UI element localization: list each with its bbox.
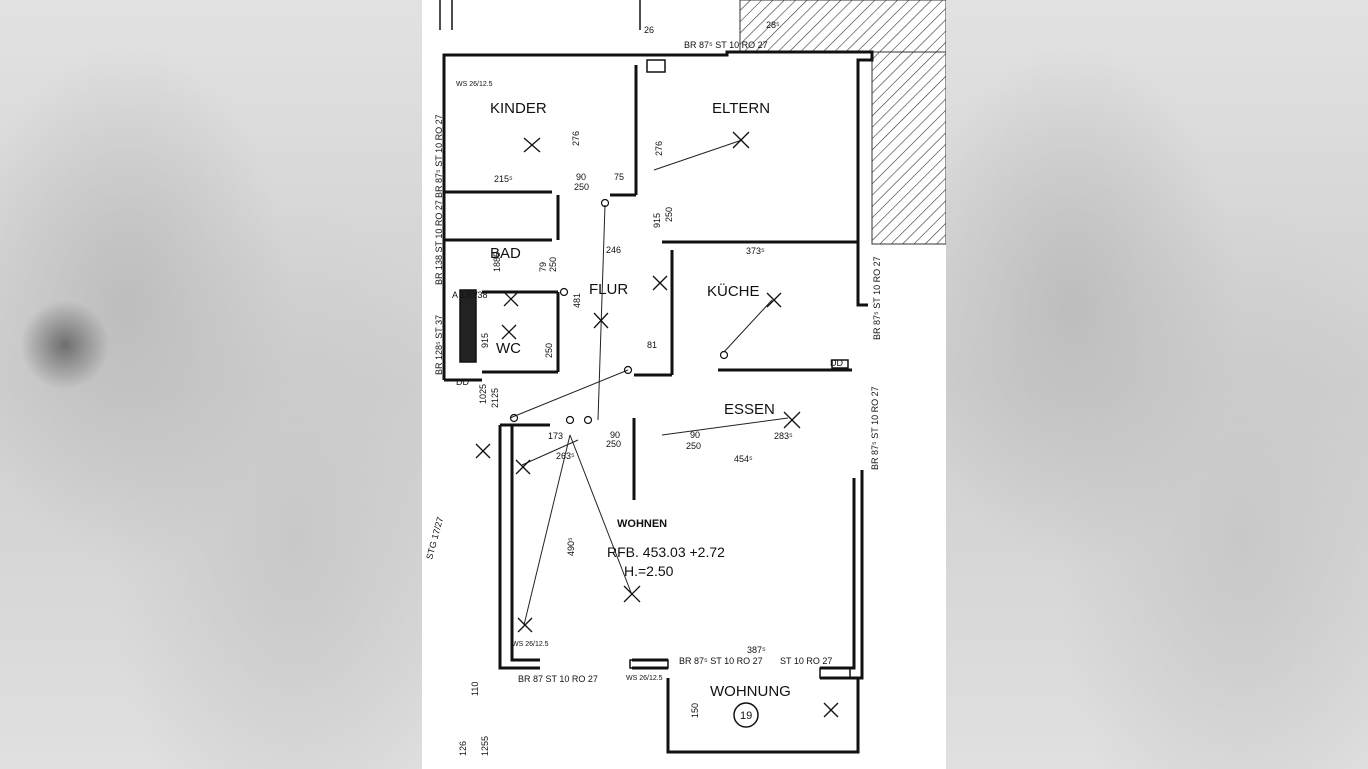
apartment-number-circle [733,702,759,728]
dim-215: 215⁵ [494,174,513,184]
window-note-bottom-left: BR 87 ST 10 RO 27 [518,674,598,684]
dim-276a: 276 [571,131,581,146]
lamp-outside [475,443,491,459]
dim-79: 79 [538,262,548,272]
dim-1025: 1025 [478,384,488,404]
lamp-wohnen-left [517,617,533,633]
dim-75: 75 [614,172,624,182]
apartment-number: 19 [740,710,752,722]
dim-4545: 454⁵ [734,454,753,464]
area-label: RFB. 453.03 +2.72 [607,544,725,560]
blurred-background-left [0,0,422,769]
dim-90c: 90 [690,430,700,440]
lamp-wc [501,324,517,340]
hatched-balcony [739,0,946,53]
dim-250a: 250 [574,182,589,192]
dim-915: 915 [652,213,662,228]
window-note-bottom-mid: BR 87⁵ ST 10 RO 27 [679,656,763,666]
dim-173: 173 [548,431,563,441]
window-note-left-wc: BR 128⁵ ST 37 [434,315,444,375]
lamp-wohnen-left-upper [515,459,531,475]
window-note-top: BR 87⁵ ST 10 RO 27 [684,40,768,50]
stg-note: STG 17/27 [424,516,445,561]
lamp-eltern [732,131,750,149]
window-note-right-lower: BR 87⁵ ST 10 RO 27 [870,386,880,470]
dim-2635: 263⁵ [556,451,575,461]
interior-walls [444,65,858,500]
lamp-wohnen [623,585,641,603]
dim-3735: 373⁵ [746,246,765,256]
window-note-left-kinder: BR 87⁵ ST 10 RO 27 [434,114,444,198]
lamp-kinder [523,137,541,153]
dim-26: 26 [644,25,654,35]
dim-481: 481 [572,293,582,308]
room-label-flur: FLUR [589,281,628,298]
ws-note-bottom: WS 26/12.5 [626,675,663,682]
dim-81: 81 [647,340,657,350]
outer-walls [442,50,874,754]
dim-28-5: 28⁵ [766,20,780,30]
lamp-kueche-left [652,275,668,291]
dim-1885: 1885 [492,252,502,272]
dim-150: 150 [690,703,700,718]
ws-note-kinder: WS 26/12.5 [456,81,493,88]
dim-90b: 90 [610,430,620,440]
dim-110: 110 [470,682,480,696]
height-label: H.=2.50 [624,563,674,579]
dim-3875: 387⁵ [747,645,766,655]
floor-plan: KINDER ELTERN BAD FLUR KÜCHE WC ESSEN WO… [422,0,946,769]
window-frames [459,59,851,679]
ceiling-lamps [475,131,839,718]
room-label-wohnen: WOHNEN [617,518,667,530]
dim-250b: 250 [664,207,674,222]
floor-plan-drawing: KINDER ELTERN BAD FLUR KÜCHE WC ESSEN WO… [424,0,946,756]
room-label-wohnung: WOHNUNG [710,683,791,700]
switches [509,198,729,425]
dim-2125: 2125 [490,388,500,408]
room-label-bad: BAD [490,245,521,262]
dim-126: 126 [458,741,468,756]
window-note-left-bad: BR 138 ST 10 RO 27 [434,200,444,285]
electrical-wiring [509,139,789,626]
hatched-balcony-side [871,51,946,245]
lamp-essen [783,411,801,429]
dim-250c: 250 [548,257,558,272]
room-label-eltern: ELTERN [712,100,770,117]
dd-label: DD [830,358,843,368]
dd-label-wc: DD [456,377,469,387]
lamp-bad [503,291,519,307]
dim-246: 246 [606,245,621,255]
window-note-right-upper: BR 87⁵ ST 10 RO 27 [872,256,882,340]
blurred-background-right [946,0,1368,769]
lamp-kueche [766,292,782,308]
room-label-kinder: KINDER [490,100,547,117]
lamp-wohnung [823,702,839,718]
room-label-essen: ESSEN [724,401,775,418]
lamp-flur [593,312,609,329]
dim-276b: 276 [654,141,664,156]
window-note-bottom-right: ST 10 RO 27 [780,656,832,666]
room-label-wc: WC [496,340,521,357]
dim-250d: 250 [544,343,554,358]
dim-250f: 250 [686,441,701,451]
dim-2835: 283⁵ [774,431,793,441]
dim-1255: 1255 [480,736,490,756]
room-label-kueche: KÜCHE [707,282,760,300]
ws-note-wohnen: WS 26/12.5 [512,641,549,648]
dim-130: A 130/38 [452,290,488,300]
dim-90a: 90 [576,172,586,182]
dim-915b: 915 [480,333,490,348]
dim-4905: 490⁵ [566,537,576,556]
dim-250e: 250 [606,439,621,449]
